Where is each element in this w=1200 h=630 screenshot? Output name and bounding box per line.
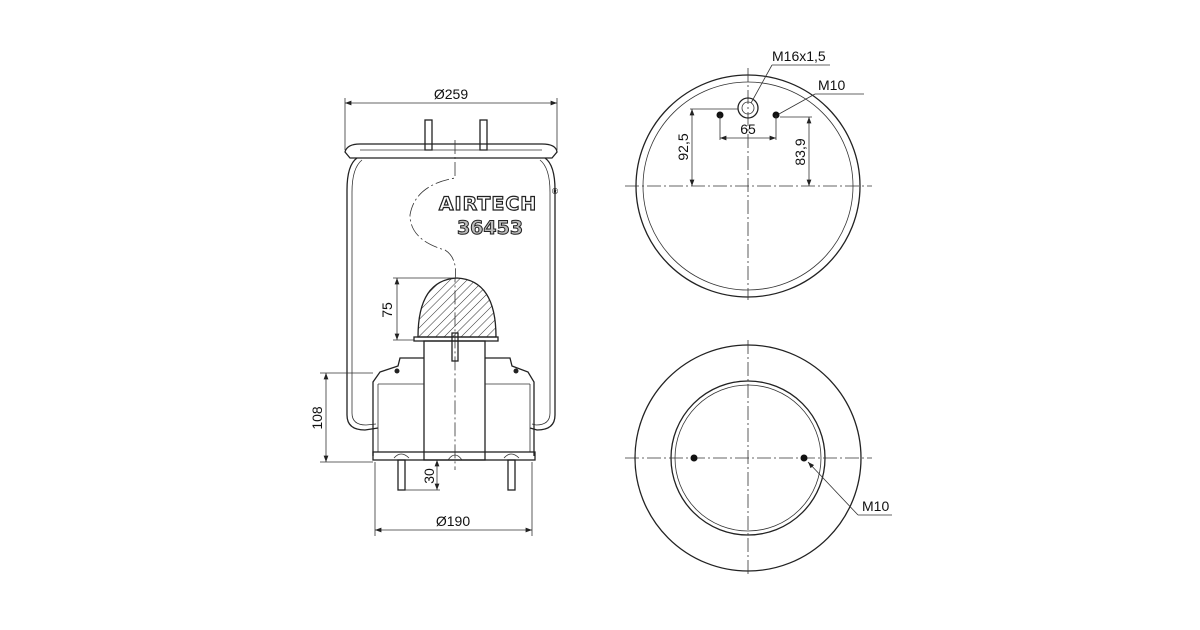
top-stud: [424, 119, 433, 151]
part-number: 36453: [457, 217, 523, 239]
dim-bottom-diameter: Ø190: [436, 513, 470, 529]
dim-spacing-65: 65: [740, 121, 756, 137]
m10-hole: [690, 454, 698, 462]
m10-hole: [800, 454, 808, 462]
dim-83-9: 83,9: [792, 138, 808, 165]
dim-top-diameter: Ø259: [434, 86, 468, 102]
base-plate: [372, 451, 536, 461]
m16-port: [737, 97, 759, 119]
piston: [372, 357, 535, 456]
brand-logo: AIRTECH: [439, 193, 537, 215]
dim-stud-30: 30: [421, 468, 437, 484]
label-m16: M16x1,5: [772, 48, 826, 64]
bump-stop: [417, 277, 497, 338]
piston-tube: [423, 340, 486, 461]
side-view: Ø259 AIRTECH ® 36453: [309, 86, 559, 536]
dim-height-75: 75: [379, 302, 395, 318]
top-plate: [344, 143, 558, 159]
top-stud: [479, 119, 488, 151]
bottom-stud: [507, 459, 516, 491]
dim-height-108: 108: [309, 406, 325, 430]
registered-mark: ®: [551, 187, 559, 196]
top-view: M16x1,5 M10 65 92,5 83,9: [625, 48, 872, 300]
dim-92-5: 92,5: [675, 133, 691, 160]
label-m10-top: M10: [818, 77, 845, 93]
bottom-view: M10: [625, 340, 892, 576]
bottom-stud: [397, 459, 406, 491]
label-m10-bottom: M10: [862, 498, 889, 514]
